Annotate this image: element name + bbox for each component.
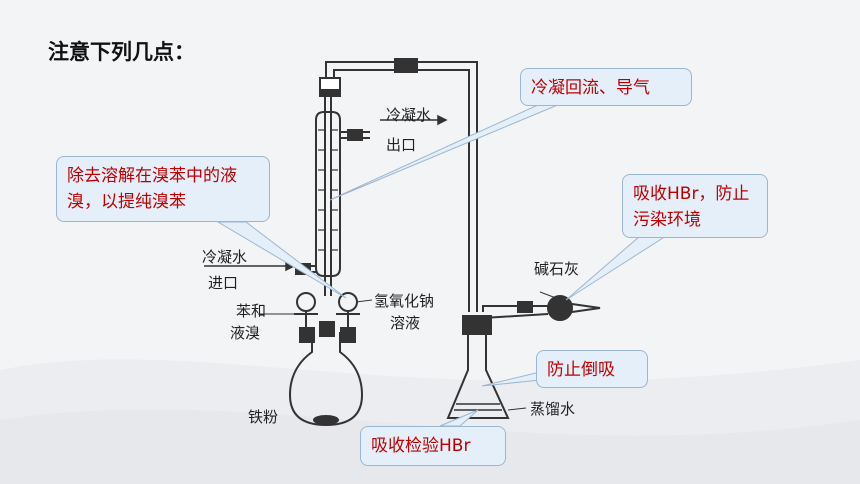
label-reagents-1: 苯和 — [236, 302, 267, 320]
label-soda-lime: 碱石灰 — [534, 260, 580, 278]
label-naoh-1: 氢氧化钠 — [374, 292, 435, 310]
callout-condense: 冷凝回流、导气 — [520, 68, 692, 106]
label-water-in-top: 冷凝水 — [202, 248, 248, 266]
pointer-absorb — [565, 235, 668, 301]
label-water-out-bottom: 出口 — [386, 136, 417, 154]
callout-prevent-suckback: 防止倒吸 — [536, 350, 648, 388]
callout-test-hbr: 吸收检验HBr — [360, 426, 506, 466]
page-title: 注意下列几点： — [48, 40, 195, 64]
erlenmeyer-stopper — [462, 315, 492, 335]
flask — [288, 332, 364, 427]
pointer-condense — [329, 103, 561, 201]
label-iron: 铁粉 — [248, 408, 279, 426]
pointer-remove-bromine — [216, 221, 347, 299]
label-reagents-2: 液溴 — [230, 324, 261, 342]
callout-absorb-hbr: 吸收HBr，防止污染环境 — [622, 174, 768, 238]
label-water-in-bottom: 进口 — [208, 274, 239, 292]
label-distilled-water: 蒸馏水 — [530, 400, 576, 418]
label-naoh-2: 溶液 — [390, 314, 421, 332]
erlenmeyer-flask — [446, 334, 510, 419]
label-water-out-top: 冷凝水 — [386, 106, 432, 124]
soda-lime-tube — [547, 295, 573, 321]
condenser-jacket — [315, 111, 341, 277]
callout-remove-bromine: 除去溶解在溴苯中的液溴，以提纯溴苯 — [56, 156, 270, 222]
funnel-benzene — [296, 292, 316, 312]
iron-powder — [313, 415, 339, 425]
top-tube — [325, 61, 478, 312]
side-tube — [482, 305, 549, 319]
